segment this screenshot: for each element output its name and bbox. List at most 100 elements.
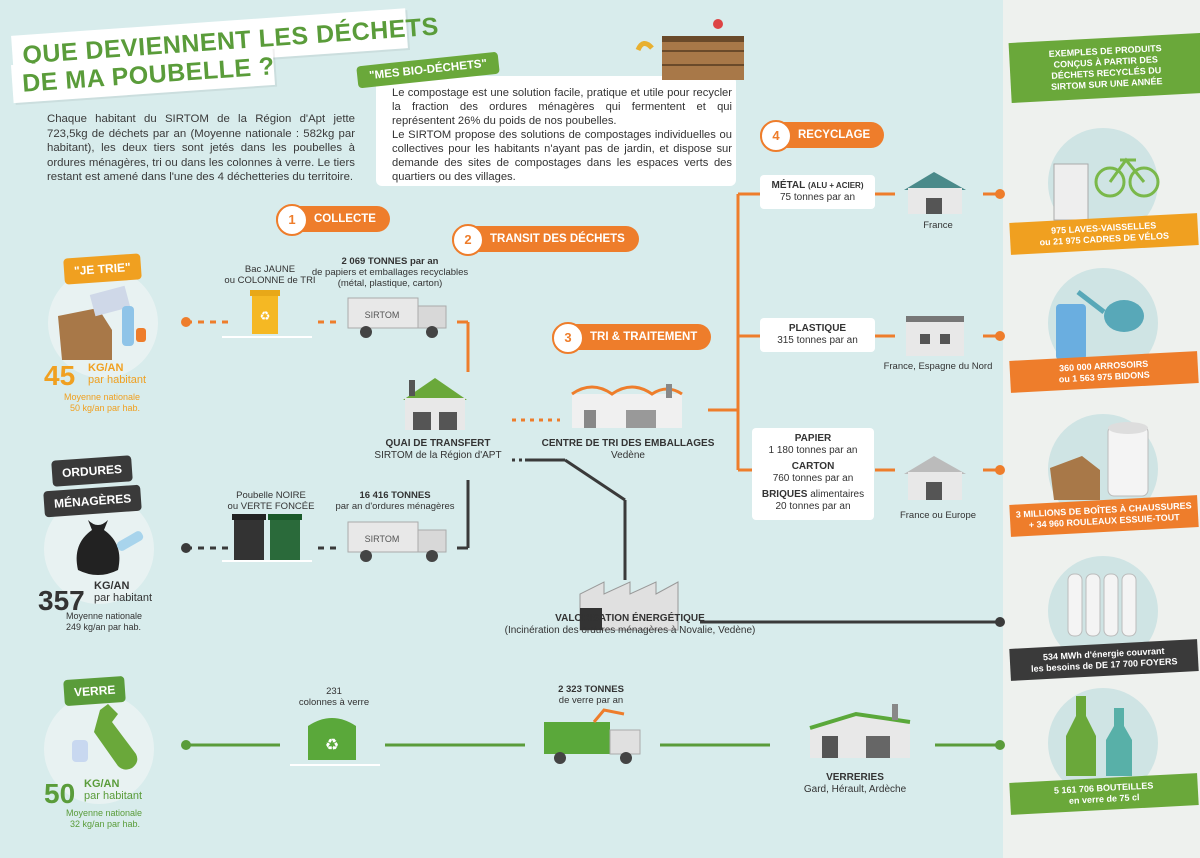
- metal-text: MÉTAL (ALU + ACIER) 75 tonnes par an: [760, 180, 875, 204]
- step-number: 2: [452, 224, 484, 256]
- svg-text:♻: ♻: [260, 309, 271, 323]
- tonnes-verre-line2: de verre par an: [558, 695, 624, 706]
- step-label: TRANSIT DES DÉCHETS: [490, 233, 625, 245]
- yellow-bin-icon: ♻: [250, 290, 280, 334]
- om-avg1: Moyenne nationale: [66, 611, 143, 621]
- glass-truck-icon: [544, 708, 641, 764]
- step-label: TRI & TRAITEMENT: [590, 331, 698, 343]
- box-paper-roll-icon: [1050, 422, 1149, 500]
- poubelle-noire-line2: ou VERTE FONCÉE: [227, 501, 315, 512]
- carton-qty: 760 tonnes par an: [772, 473, 854, 484]
- centre-sub: Vedène: [611, 450, 645, 461]
- colonnes-verre-line1: 231: [326, 686, 342, 697]
- black-green-bins-icon: [232, 514, 302, 560]
- poubelle-noire-line1: Poubelle NOIRE: [236, 490, 306, 501]
- tonnes-tri-line3: (métal, plastique, carton): [337, 278, 443, 289]
- papier-qty: 1 180 tonnes par an: [768, 445, 858, 456]
- valo-title: VALORISATION ÉNERGÉTIQUE: [555, 613, 705, 624]
- bio-paragraph-1: Le compostage est une solution facile, p…: [392, 87, 732, 127]
- truck-label: SIRTOM: [365, 534, 400, 544]
- sirtom-truck-icon: SIRTOM: [347, 521, 447, 562]
- tonnes-tri-label: 2 069 TONNES par an de papiers et emball…: [310, 256, 470, 289]
- tonnes-tri-line2: de papiers et emballages recyclables: [311, 267, 469, 278]
- centre-title: CENTRE DE TRI DES EMBALLAGES: [541, 438, 715, 449]
- intro-text: Chaque habitant du SIRTOM de la Région d…: [47, 113, 355, 184]
- om-unit: KG/AN: [94, 580, 130, 592]
- quai-title: QUAI DE TRANSFERT: [385, 438, 491, 449]
- metal-title: MÉTAL: [771, 180, 806, 191]
- om-label-1: ORDURES: [51, 455, 133, 487]
- om-avg2: 249 kg/an par hab.: [66, 622, 142, 632]
- truck-label: SIRTOM: [365, 310, 400, 320]
- step-tri: 3 TRI & TRAITEMENT: [552, 322, 712, 354]
- trie-unit: KG/AN: [88, 362, 124, 374]
- plastique-qty: 315 tonnes par an: [777, 335, 858, 346]
- briques-dest: France ou Europe: [899, 510, 977, 521]
- verre-circle: [44, 694, 154, 804]
- sirtom-truck-icon: SIRTOM: [347, 297, 447, 338]
- factory-icon: [904, 172, 966, 214]
- bac-jaune-line2: ou COLONNE de TRI: [224, 275, 316, 286]
- briques-qty: 20 tonnes par an: [775, 501, 851, 512]
- metal-dest: France: [923, 220, 953, 231]
- tonnes-tri-line1: 2 069 TONNES par an: [341, 256, 439, 267]
- step-number: 1: [276, 204, 308, 236]
- quai-label: QUAI DE TRANSFERT SIRTOM de la Région d'…: [358, 438, 518, 462]
- step-collecte: 1 COLLECTE: [276, 204, 390, 236]
- tonnes-verre-label: 2 323 TONNES de verre par an: [526, 684, 656, 706]
- step-transit: 2 TRANSIT DES DÉCHETS: [452, 224, 639, 256]
- om-value: 357: [38, 585, 85, 616]
- papier-text: PAPIER 1 180 tonnes par an CARTON 760 to…: [752, 433, 874, 513]
- ground-line: [290, 764, 380, 766]
- plastique-title: PLASTIQUE: [788, 323, 847, 334]
- svg-text:♻: ♻: [325, 737, 339, 754]
- metal-qty: 75 tonnes par an: [779, 192, 856, 203]
- colonnes-verre-line2: colonnes à verre: [298, 697, 370, 708]
- poubelle-noire-label: Poubelle NOIRE ou VERTE FONCÉE: [216, 490, 326, 512]
- step-label: COLLECTE: [314, 213, 376, 225]
- factory-icon: [906, 316, 964, 356]
- centre-label: CENTRE DE TRI DES EMBALLAGES Vedène: [538, 438, 718, 462]
- products-header: EXEMPLES DE PRODUITS CONÇUS À PARTIR DES…: [1008, 33, 1200, 103]
- bio-paragraph-2: Le SIRTOM propose des solutions de compo…: [392, 129, 732, 183]
- ground-line: [222, 560, 312, 562]
- trie-value: 45: [44, 360, 76, 391]
- metal-detail: (ALU + ACIER): [808, 181, 864, 190]
- tonnes-om-label: 16 416 TONNES par an d'ordures ménagères: [330, 490, 460, 512]
- bottles-icon: [1066, 696, 1132, 776]
- plastique-box: [760, 318, 875, 352]
- briques-rest: alimentaires: [810, 489, 865, 500]
- trie-avg2: 50 kg/an par hab.: [70, 403, 141, 413]
- verreries-title: VERRERIES: [826, 772, 884, 783]
- step-number: 3: [552, 322, 584, 354]
- watering-can-icon: [1056, 290, 1144, 360]
- tonnes-om-line1: 16 416 TONNES: [359, 490, 431, 501]
- papier-box: [752, 428, 874, 520]
- trie-label: "JE TRIE": [63, 253, 142, 285]
- trie-avg1: Moyenne nationale: [64, 392, 141, 402]
- verreries-sub: Gard, Hérault, Ardèche: [803, 784, 907, 795]
- verreries-label: VERRERIES Gard, Hérault, Ardèche: [780, 772, 930, 796]
- briques-title: BRIQUES: [761, 489, 808, 500]
- compost-crate-icon: [635, 19, 744, 80]
- om-per: par habitant: [94, 592, 153, 604]
- glass-column-icon: ♻: [308, 718, 356, 760]
- valo-sub: (Incinération des ordures ménagères à No…: [504, 625, 756, 636]
- tonnes-verre-line1: 2 323 TONNES: [558, 684, 624, 695]
- plastique-dest: France, Espagne du Nord: [883, 361, 993, 372]
- verre-avg2: 32 kg/an par hab.: [70, 819, 141, 829]
- bac-jaune-label: Bac JAUNE ou COLONNE de TRI: [220, 264, 320, 286]
- bio-text: Le compostage est une solution facile, p…: [392, 86, 732, 184]
- bio-box: [376, 76, 736, 186]
- dishwasher-bike-icon: [1053, 157, 1160, 221]
- trash-bag-icon: [76, 520, 144, 575]
- colonnes-verre-label: 231 colonnes à verre: [284, 686, 384, 708]
- metal-box: [760, 175, 875, 209]
- glassworks-building-icon: [809, 704, 911, 758]
- transfer-building-icon: [403, 378, 467, 430]
- sorting-center-icon: [571, 384, 683, 428]
- verre-per: par habitant: [84, 790, 143, 802]
